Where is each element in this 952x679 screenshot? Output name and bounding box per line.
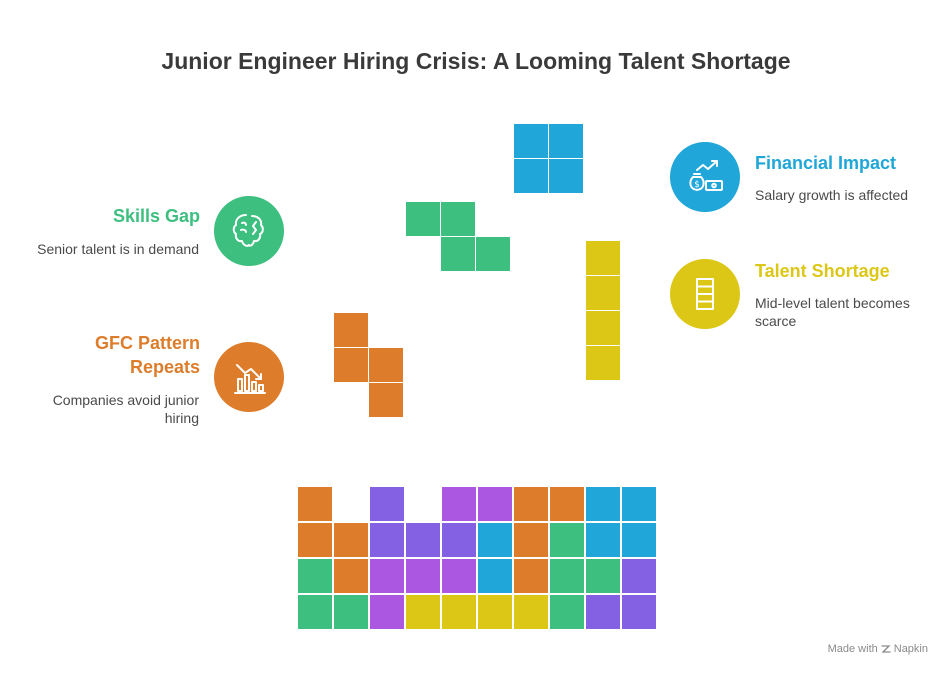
stack-block xyxy=(298,559,332,593)
stack-block xyxy=(478,595,512,629)
falling-square-piece-block xyxy=(514,124,548,158)
talent-shortage-title: Talent Shortage xyxy=(755,261,890,281)
stack-block xyxy=(298,523,332,557)
stack-block xyxy=(370,559,404,593)
stack-block xyxy=(406,523,440,557)
financial-impact-title: Financial Impact xyxy=(755,153,897,173)
falling-s-piece-block xyxy=(334,313,368,347)
brain-icon xyxy=(232,214,264,247)
stack-block xyxy=(622,487,656,521)
declining-chart-icon xyxy=(234,364,266,394)
stack-block xyxy=(406,595,440,629)
stack-block xyxy=(586,559,620,593)
stack-block xyxy=(442,487,476,521)
stacked-blocks-icon xyxy=(696,278,714,310)
falling-square-piece-block xyxy=(549,124,583,158)
stack-block xyxy=(586,523,620,557)
falling-s-piece-block xyxy=(334,348,368,382)
gfc-pattern-description-line1: Companies avoid junior xyxy=(52,392,199,408)
financial-impact-description: Salary growth is affected xyxy=(755,187,909,203)
financial-impact-circle: $ xyxy=(670,142,740,212)
stack-block xyxy=(442,595,476,629)
stack-block xyxy=(550,523,584,557)
stack-block xyxy=(622,559,656,593)
stack-block xyxy=(514,559,548,593)
talent-shortage-description-line2: scarce xyxy=(755,313,797,329)
stack-block xyxy=(514,523,548,557)
stack-block xyxy=(442,559,476,593)
stack-block xyxy=(550,595,584,629)
gfc-pattern-description-line2: hiring xyxy=(164,410,199,426)
stack-block xyxy=(586,595,620,629)
skills-gap-title: Skills Gap xyxy=(112,206,200,226)
talent-shortage-description-line1: Mid-level talent becomes xyxy=(755,295,910,311)
page-title: Junior Engineer Hiring Crisis: A Looming… xyxy=(161,48,791,74)
stack-block xyxy=(334,595,368,629)
stack-block xyxy=(298,487,332,521)
svg-text:$: $ xyxy=(694,180,700,190)
gfc-pattern-description: Companies avoid junior hiring xyxy=(10,391,199,427)
napkin-logo-icon xyxy=(881,645,891,653)
skills-gap-circle xyxy=(214,196,284,266)
falling-z-piece-block xyxy=(476,237,510,271)
gfc-pattern-title-line2: Repeats xyxy=(129,357,200,377)
stack-block xyxy=(298,595,332,629)
talent-shortage-circle xyxy=(670,259,740,329)
stack-block xyxy=(514,487,548,521)
stack-block xyxy=(514,595,548,629)
stack-block xyxy=(442,523,476,557)
falling-z-piece-block xyxy=(441,202,475,236)
stack-block xyxy=(370,487,404,521)
stack-block xyxy=(622,595,656,629)
napkin-attribution: Made with Napkin xyxy=(828,643,928,655)
stack-block xyxy=(478,487,512,521)
napkin-brand-text: Napkin xyxy=(893,643,928,655)
falling-z-piece-block xyxy=(441,237,475,271)
falling-square-piece-block xyxy=(549,159,583,193)
falling-i-piece-block xyxy=(586,311,620,345)
falling-i-piece-block xyxy=(586,346,620,380)
skills-gap-description: Senior talent is in demand xyxy=(37,241,199,257)
stack-block xyxy=(586,487,620,521)
stack-block xyxy=(478,523,512,557)
gfc-pattern-title: GFC Pattern Repeats xyxy=(30,331,200,379)
talent-shortage-description: Mid-level talent becomes scarce xyxy=(755,294,945,330)
falling-i-piece-block xyxy=(586,276,620,310)
stack-block xyxy=(370,523,404,557)
stack-block xyxy=(478,559,512,593)
gfc-pattern-circle xyxy=(214,342,284,412)
money-growth-icon: $ xyxy=(689,160,723,191)
stack-block xyxy=(550,487,584,521)
falling-z-piece-block xyxy=(406,202,440,236)
stack-block xyxy=(406,559,440,593)
falling-i-piece-block xyxy=(586,241,620,275)
falling-s-piece-block xyxy=(369,383,403,417)
stack-block xyxy=(334,559,368,593)
made-with-text: Made with xyxy=(827,643,878,655)
stack-block xyxy=(370,595,404,629)
stack-block xyxy=(550,559,584,593)
falling-square-piece-block xyxy=(514,159,548,193)
stack-block xyxy=(334,523,368,557)
gfc-pattern-title-line1: GFC Pattern xyxy=(94,333,200,353)
stack-block xyxy=(622,523,656,557)
falling-s-piece-block xyxy=(369,348,403,382)
